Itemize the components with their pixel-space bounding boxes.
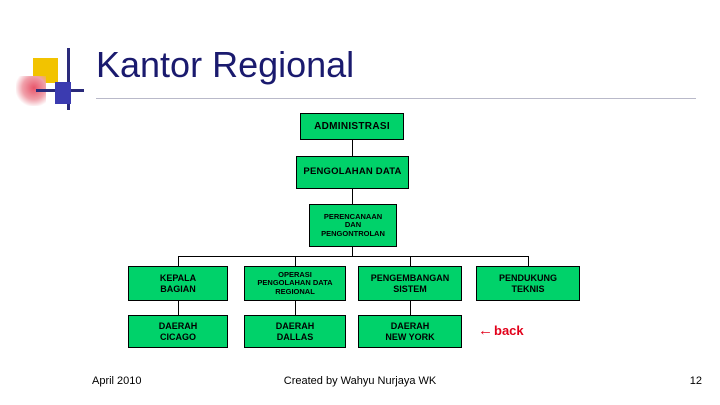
- page-title: Kantor Regional: [96, 44, 355, 85]
- back-link-label: back: [494, 323, 524, 338]
- org-node-kepala-bagian-label: KEPALA BAGIAN: [159, 273, 197, 294]
- org-node-pengolahan-data[interactable]: PENGOLAHAN DATA: [296, 156, 409, 189]
- org-node-kepala-bagian[interactable]: KEPALA BAGIAN: [128, 266, 228, 301]
- org-node-operasi-label: OPERASI PENGOLAHAN DATA REGIONAL: [257, 269, 333, 296]
- connector-administrasi-pengolahan: [352, 140, 353, 156]
- org-node-daerah-new-york-label: DAERAH NEW YORK: [385, 321, 435, 342]
- connector-perencanaan-down: [352, 247, 353, 256]
- connector-bus-pengembangan: [410, 256, 411, 266]
- connector-pengolahan-perencanaan: [352, 189, 353, 204]
- connector-operasi-dallas: [295, 301, 296, 315]
- slide-logo: [14, 48, 88, 110]
- connector-level4-bus: [178, 256, 528, 257]
- org-node-daerah-new-york[interactable]: DAERAH NEW YORK: [358, 315, 462, 348]
- back-link[interactable]: ← back: [478, 323, 524, 338]
- org-node-operasi[interactable]: OPERASI PENGOLAHAN DATA REGIONAL: [244, 266, 346, 301]
- org-node-pengolahan-data-label: PENGOLAHAN DATA: [303, 166, 402, 178]
- slide-footer: April 2010 Created by Wahyu Nurjaya WK 1…: [0, 375, 720, 393]
- connector-pengembangan-newyork: [410, 301, 411, 315]
- back-arrow-icon: ←: [478, 322, 493, 339]
- org-node-pendukung-teknis-label: PENDUKUNG TEKNIS: [498, 273, 557, 294]
- org-node-daerah-cicago[interactable]: DAERAH CICAGO: [128, 315, 228, 348]
- org-chart: ADMINISTRASI PENGOLAHAN DATA PERENCANAAN…: [120, 105, 610, 355]
- org-node-daerah-cicago-label: DAERAH CICAGO: [158, 321, 198, 342]
- connector-bus-pendukung: [528, 256, 529, 266]
- org-node-daerah-dallas[interactable]: DAERAH DALLAS: [244, 315, 346, 348]
- org-node-daerah-dallas-label: DAERAH DALLAS: [275, 321, 315, 342]
- logo-vertical-bar: [67, 48, 70, 110]
- footer-page-number: 12: [689, 375, 702, 387]
- org-node-administrasi[interactable]: ADMINISTRASI: [300, 113, 404, 140]
- org-node-pengembangan-sistem-label: PENGEMBANGAN SISTEM: [370, 273, 450, 294]
- org-node-administrasi-label: ADMINISTRASI: [314, 120, 390, 132]
- org-node-pendukung-teknis[interactable]: PENDUKUNG TEKNIS: [476, 266, 580, 301]
- org-node-perencanaan[interactable]: PERENCANAAN DAN PENGONTROLAN: [309, 204, 397, 247]
- logo-blue-square: [55, 82, 71, 104]
- org-node-pengembangan-sistem[interactable]: PENGEMBANGAN SISTEM: [358, 266, 462, 301]
- footer-date: April 2010: [92, 375, 142, 387]
- org-node-perencanaan-label: PERENCANAAN DAN PENGONTROLAN: [321, 211, 385, 238]
- title-divider: [96, 98, 696, 99]
- connector-kepala-cicago: [178, 301, 179, 315]
- footer-credit: Created by Wahyu Nurjaya WK: [283, 375, 437, 387]
- connector-bus-kepala: [178, 256, 179, 266]
- connector-bus-operasi: [295, 256, 296, 266]
